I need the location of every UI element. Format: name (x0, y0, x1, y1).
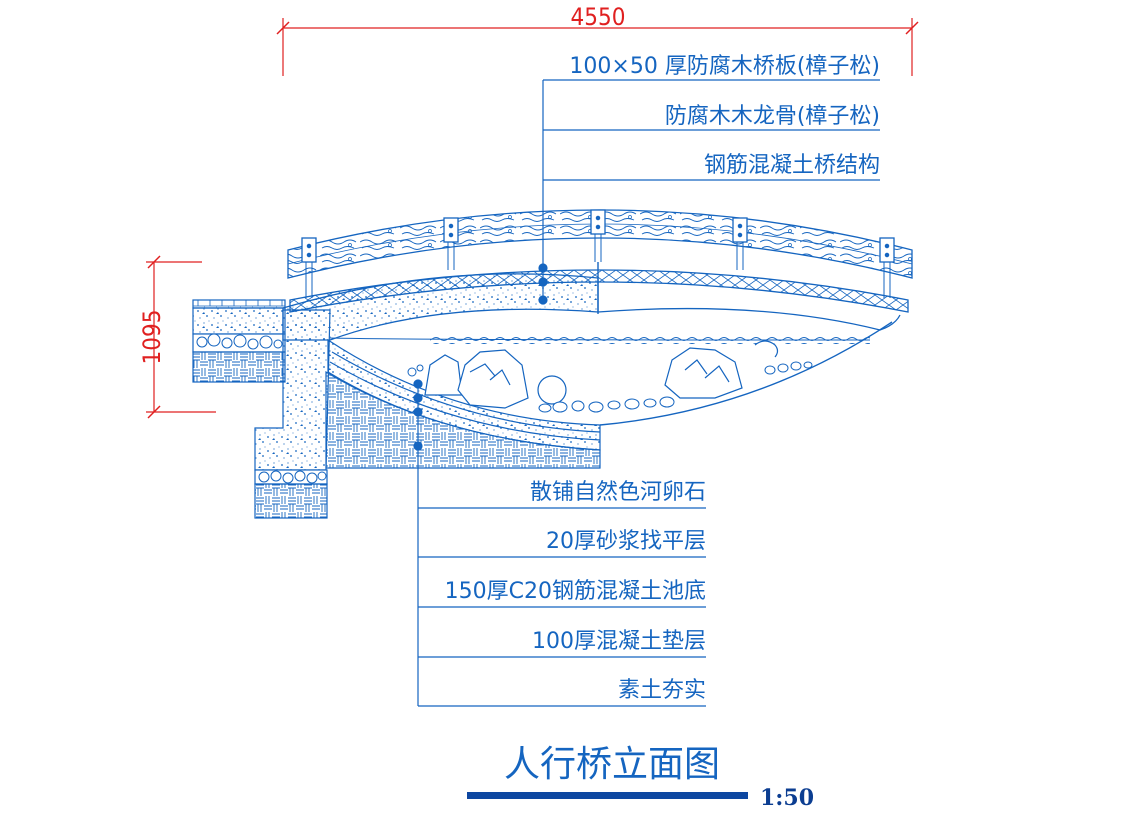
label-joist: 防腐木木龙骨(樟子松) (665, 104, 880, 129)
label-rc-structure: 钢筋混凝土桥结构 (704, 153, 880, 178)
pool-rocks (424, 340, 779, 409)
labels-top: 100×50 厚防腐木桥板(樟子松) 防腐木木龙骨(樟子松) 钢筋混凝土桥结构 (569, 54, 880, 178)
leaders-bottom (413, 379, 706, 707)
label-deck-board: 100×50 厚防腐木桥板(樟子松) (569, 54, 880, 79)
title-underline (467, 792, 748, 799)
leaders-top (538, 79, 880, 305)
label-pebbles: 散铺自然色河卵石 (530, 480, 706, 505)
title-text: 人行桥立面图 (504, 744, 720, 785)
label-mortar: 20厚砂浆找平层 (546, 529, 706, 554)
scale-text: 1:50 (760, 785, 814, 811)
label-pool-bottom: 150厚C20钢筋混凝土池底 (445, 579, 706, 604)
labels-bottom: 散铺自然色河卵石 20厚砂浆找平层 150厚C20钢筋混凝土池底 100厚混凝土… (445, 480, 706, 703)
pool-pebbles (407, 361, 813, 413)
label-soil: 素土夯实 (618, 678, 706, 703)
drawing-title: 人行桥立面图 1:50 (467, 744, 814, 811)
dimension-span: 4550 (276, 3, 919, 76)
left-pebbles (196, 333, 327, 484)
label-cushion: 100厚混凝土垫层 (532, 629, 706, 654)
dimension-height-value: 1095 (138, 310, 166, 365)
bridge-structure (282, 209, 913, 341)
pool-basin (325, 321, 893, 469)
dimension-height: 1095 (138, 255, 216, 419)
dimension-span-value: 4550 (571, 3, 626, 31)
